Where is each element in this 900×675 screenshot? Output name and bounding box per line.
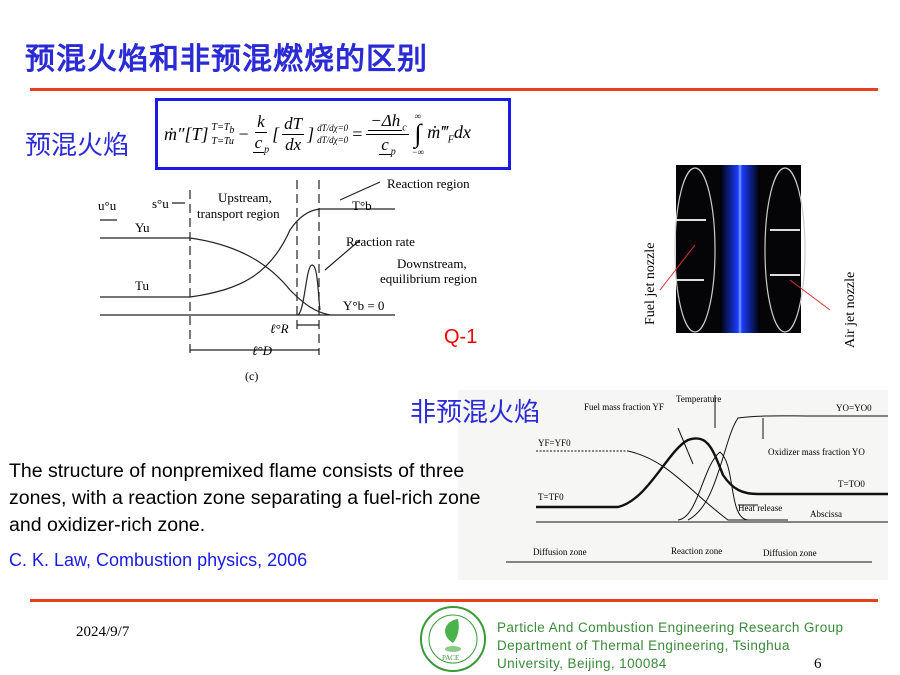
fuel-nozzle-label: Fuel jet nozzle <box>643 243 658 325</box>
tu-label: Tu <box>135 278 149 293</box>
eq-limit: T=Tu <box>211 135 234 147</box>
eq-limit: dT/dχ=0 <box>317 123 349 133</box>
eq-term: −Δh <box>368 111 403 132</box>
org-line: Particle And Combustion Engineering Rese… <box>497 620 844 635</box>
abscissa-label: Abscissa <box>810 509 842 519</box>
upstream-label: transport region <box>197 206 280 221</box>
fuel-fraction-label: Fuel mass fraction YF <box>584 402 664 412</box>
eq-limit: ∞ <box>414 111 422 121</box>
zone-label: Diffusion zone <box>533 547 587 557</box>
zone-label: Diffusion zone <box>763 548 817 558</box>
counterflow-flame-photo: Fuel jet nozzle Air jet nozzle <box>643 165 858 348</box>
org-line: University, Beijing, 100084 <box>497 656 667 671</box>
air-nozzle-label: Air jet nozzle <box>843 272 858 348</box>
upstream-label: Upstream, <box>218 190 272 205</box>
reaction-region-label: Reaction region <box>387 176 470 191</box>
temperature-label: Temperature <box>676 394 721 404</box>
eq-term: c <box>252 133 265 154</box>
eq-term: p <box>390 145 396 157</box>
slide-date: 2024/9/7 <box>76 624 130 640</box>
zone-label: Reaction zone <box>671 546 722 556</box>
to-label: T=TO0 <box>838 479 865 489</box>
eq-limit: T=T <box>211 121 230 133</box>
eq-term: c <box>402 122 407 134</box>
premixed-flame-structure-diagram: u°u s°u Upstream, transport region React… <box>98 176 478 383</box>
downstream-label: equilibrium region <box>380 271 478 286</box>
eq-term: dT <box>282 113 305 135</box>
eq-term: dx <box>453 122 471 143</box>
eq-limit: b <box>229 124 235 136</box>
u-label: u°u <box>98 198 117 213</box>
reaction-rate-label: Reaction rate <box>346 234 415 249</box>
tb-label: T°b <box>352 198 372 213</box>
eq-term: ṁ″[T] <box>164 123 209 144</box>
organization-info: Particle And Combustion Engineering Rese… <box>497 619 843 673</box>
lr-label: ℓ°R <box>270 321 289 336</box>
premixed-label: 预混火焰 <box>25 131 130 161</box>
yo-label: YO=YO0 <box>836 403 872 413</box>
eq-op: − <box>237 123 250 144</box>
downstream-label: Downstream, <box>397 256 467 271</box>
yb-label: Y°b = 0 <box>343 298 384 313</box>
eq-op: = <box>351 123 364 144</box>
ld-label: ℓ°D <box>252 343 273 358</box>
question-label: Q-1 <box>444 326 478 348</box>
tf-label: T=TF0 <box>538 492 564 502</box>
yf-label: YF=YF0 <box>538 438 571 448</box>
yu-label: Yu <box>135 220 150 235</box>
eq-limit: −∞ <box>411 147 425 157</box>
svg-text:PACE: PACE <box>442 654 459 662</box>
footer-divider <box>30 599 878 602</box>
eq-term: k <box>255 112 267 134</box>
nonpremixed-label: 非预混火焰 <box>410 398 541 428</box>
org-line: Department of Thermal Engineering, Tsing… <box>497 638 790 653</box>
description-text: The structure of nonpremixed flame consi… <box>9 460 481 536</box>
slide-title: 预混火焰和非预混燃烧的区别 <box>25 42 428 77</box>
nonpremixed-flame-structure-diagram: Fuel mass fraction YF Temperature YO=YO0… <box>458 390 888 580</box>
s-label: s°u <box>152 196 169 211</box>
pace-logo: PACE <box>420 606 486 672</box>
eq-term: p <box>264 144 270 156</box>
citation: C. K. Law, Combustion physics, 2006 <box>9 550 308 570</box>
eq-term: dx <box>285 134 302 154</box>
heat-release-label: Heat release <box>738 503 782 513</box>
oxidizer-fraction-label: Oxidizer mass fraction YO <box>768 447 865 457</box>
eq-term: c <box>379 134 391 155</box>
title-divider <box>30 88 878 91</box>
integral-sign: ∫ <box>414 119 422 148</box>
eq-term: ṁ‴ <box>427 122 448 143</box>
page-number: 6 <box>814 656 822 672</box>
figure-caption: (c) <box>245 369 258 383</box>
eq-term: F <box>447 134 454 146</box>
eq-limit: dT/dχ=0 <box>317 135 349 145</box>
